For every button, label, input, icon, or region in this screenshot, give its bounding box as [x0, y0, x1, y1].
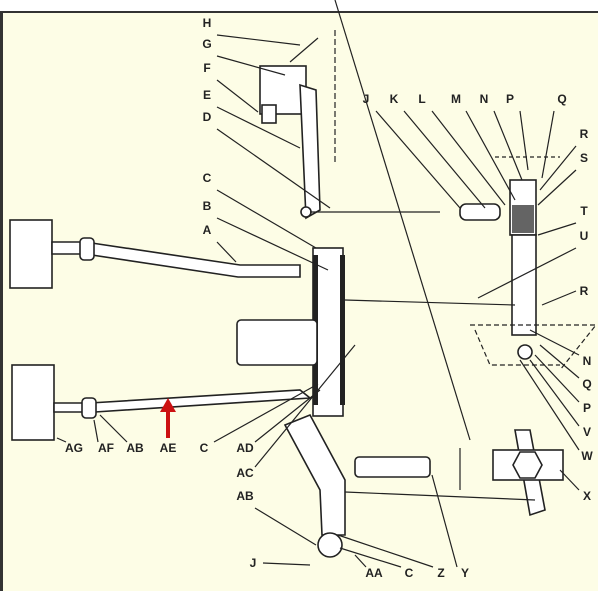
callout-label-v: V: [583, 425, 591, 439]
callout-label-t: T: [580, 204, 588, 218]
callout-label-f: F: [203, 61, 210, 75]
leader-line: [541, 290, 577, 306]
callout-label-n: N: [480, 92, 489, 106]
callout-label-b: B: [203, 199, 212, 213]
leader-line: [431, 110, 506, 206]
leader-line: [431, 474, 458, 568]
leader-line: [254, 344, 356, 468]
leader-line: [56, 437, 67, 443]
vertical-shaft: [511, 234, 537, 336]
callout-label-g: G: [202, 37, 211, 51]
leader-line: [339, 547, 402, 568]
leader-line: [559, 469, 580, 491]
leader-line: [465, 110, 516, 201]
leader-line: [216, 34, 301, 46]
callout-label-x: X: [583, 489, 591, 503]
red-arrow-icon: [160, 398, 176, 438]
leader-line: [216, 79, 259, 113]
callout-label-ae: AE: [160, 441, 177, 455]
callout-label-q: Q: [557, 92, 566, 106]
leader-line: [262, 562, 311, 566]
leader-line: [216, 128, 331, 209]
pedal-bracket: [259, 30, 336, 220]
callout-label-m: M: [451, 92, 461, 106]
leader-line: [216, 241, 237, 263]
callout-label-r: R: [580, 284, 589, 298]
leader-line: [216, 55, 286, 76]
callout-label-w: W: [581, 449, 593, 463]
callout-label-j: J: [363, 92, 370, 106]
callout-label-l: L: [418, 92, 425, 106]
callout-label-aa: AA: [365, 566, 383, 580]
callout-label-d: D: [203, 110, 212, 124]
callout-label-q: Q: [582, 377, 591, 391]
leader-line: [493, 110, 523, 181]
callout-label-s: S: [580, 151, 588, 165]
leader-line: [375, 110, 461, 209]
callout-label-ab: AB: [236, 489, 254, 503]
leader-line: [534, 354, 580, 403]
lower-lever-assembly: [283, 0, 564, 558]
callout-label-ad: AD: [236, 441, 254, 455]
leader-line: [519, 359, 580, 451]
callout-label-c: C: [200, 441, 209, 455]
callout-label-p: P: [583, 401, 591, 415]
leader-line: [254, 507, 317, 546]
center-housing: [236, 247, 516, 417]
leader-line: [216, 106, 301, 149]
callout-label-p: P: [506, 92, 514, 106]
leader-line: [539, 344, 580, 379]
callout-label-af: AF: [98, 441, 114, 455]
callout-label-ac: AC: [236, 466, 254, 480]
callout-label-c: C: [405, 566, 414, 580]
callout-label-r: R: [580, 127, 589, 141]
leader-line: [529, 329, 580, 356]
callout-label-a: A: [203, 223, 212, 237]
callout-label-e: E: [203, 88, 211, 102]
callout-label-n: N: [583, 354, 592, 368]
leader-line: [403, 110, 486, 209]
leader-line: [254, 389, 321, 443]
callout-label-ag: AG: [65, 441, 83, 455]
leader-line: [216, 189, 317, 249]
leader-line: [519, 110, 529, 171]
callout-label-k: K: [390, 92, 399, 106]
control-rod-upper: [310, 156, 560, 236]
callout-label-y: Y: [461, 566, 469, 580]
leader-line: [93, 419, 99, 443]
upper-cross-shaft: [9, 219, 301, 289]
leader-line: [216, 217, 329, 271]
leader-line: [354, 554, 367, 568]
leader-line: [541, 110, 555, 179]
leader-line: [99, 414, 128, 443]
leader-line: [539, 145, 577, 191]
leader-line: [337, 534, 434, 568]
callout-label-c: C: [203, 171, 212, 185]
callout-label-j: J: [250, 556, 257, 570]
dashed-bracket: [470, 324, 598, 371]
leader-line: [529, 359, 580, 427]
lower-cross-shaft: [11, 364, 313, 441]
callout-label-u: U: [580, 229, 589, 243]
callout-label-h: H: [203, 16, 212, 30]
leader-line: [477, 247, 577, 299]
leader-line: [537, 222, 577, 236]
leader-line: [537, 169, 577, 206]
leader-line: [213, 383, 319, 443]
callout-label-ab: AB: [126, 441, 144, 455]
callout-label-z: Z: [437, 566, 444, 580]
